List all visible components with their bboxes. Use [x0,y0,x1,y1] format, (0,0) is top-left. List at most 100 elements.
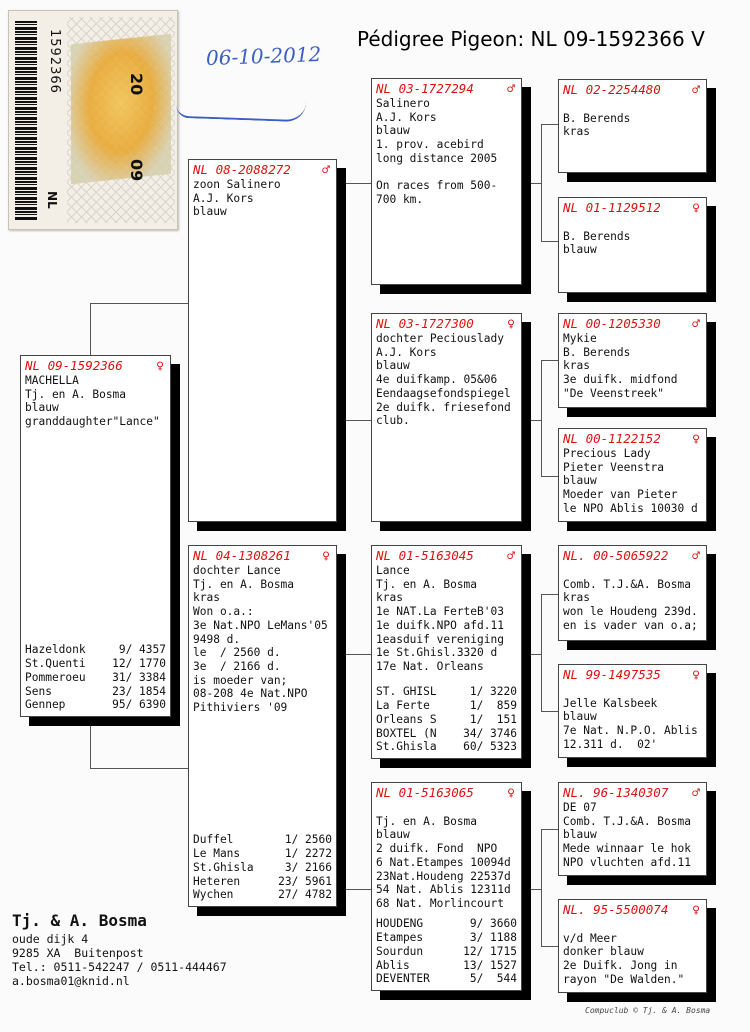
pigeon-info-line: v/d Meer [563,931,617,945]
connector-line [345,654,346,890]
ring-number-header: NL 03-1727294♂ [376,81,517,97]
sticker-year-bottom: 09 [127,159,146,182]
ring-number-header: NL 00-1205330 ♂ [563,316,702,332]
race-result: 3/ 1188 [469,931,517,945]
connector-line [90,303,91,356]
connector-line [541,124,558,125]
female-icon: ♀ [322,549,330,564]
pigeon-info-line: blauw [376,124,410,138]
connector-line [90,768,188,769]
pigeon-info-line: MACHELLA [25,374,79,387]
ring-number-header: NL 01-5163065♀ [376,785,517,801]
connector-line [337,768,346,769]
race-result: 12/ 1715 [463,944,517,958]
pigeon-info-line: blauw [563,243,597,257]
pigeon-info-line: 1e duifk.NPO afd.11 [376,618,504,632]
pigeon-info-line: B. Berends [563,345,631,359]
race-place: DEVENTER [376,972,430,986]
connector-line [541,594,558,595]
pigeon-info-line: donker blauw [563,945,644,959]
pigeon-info-line: Eendaagsefondspiegel [376,386,511,400]
male-icon: ♂ [692,317,700,332]
pigeon-info-line: 08-208 4e Nat.NPO [193,687,308,701]
race-place: Heteren [193,874,241,888]
sticker-year-top: 20 [127,73,146,96]
race-place: Orleans S [376,712,437,726]
race-place: Pommeroeu [25,670,86,684]
owner-address-line: oude dijk 4 [12,932,89,946]
ring-number: NL 00-1122152 [563,431,661,446]
connector-line [90,303,188,304]
owner-address-line: 9285 XA Buitenpost [12,946,144,960]
barcode-icon [15,21,37,221]
connector-line [530,420,542,421]
pigeon-info-line: kras [563,359,590,373]
pigeon-info-line: DE 07 [563,801,597,814]
sticker-ring-number: 1592366 [47,29,62,94]
pigeon-info-line: is moeder van; [193,673,288,687]
connector-line [541,829,558,830]
connector-line [345,183,371,184]
race-place: ST. GHISL [376,685,437,699]
pigeon-info-line [376,801,517,815]
pigeon-info-line: Tj. en A. Bosma [25,387,127,401]
male-icon: ♂ [692,786,700,801]
pigeon-info-line: zoon Salinero [193,178,281,191]
ring-number-header: NL 04-1308261♀ [193,548,332,564]
race-result: 23/ 1854 [112,684,166,698]
ring-number-header: NL 03-1727300♀ [376,316,517,332]
ring-sticker: 1592366 20 09 NL [8,10,178,230]
pigeon-info-line: club. [376,414,410,428]
race-place: Hazeldonk [25,643,86,657]
ring-number: NL 08-2088272 [193,162,291,177]
ring-number: NL 01-5163045 [376,548,474,563]
pigeon-info-line: B. Berends [563,111,631,125]
female-icon: ♀ [692,201,700,216]
race-place: HOUDENG [376,917,424,931]
connector-line [530,183,542,184]
ring-number-header: NL 01-5163045♂ [376,548,517,564]
pigeon-info-line: granddaughter"Lance" [25,415,160,429]
ring-number-header: NL 01-1129512 ♀ [563,200,702,216]
handwritten-date: 06-10-2012 [205,41,322,71]
ring-number-header: NL 02-2254480♂ [563,82,702,98]
pigeon-info-line [563,98,702,112]
signature [175,97,307,123]
pigeon-info-line: 68 Nat. Morlincourt [376,896,504,910]
ring-number: NL. 00-5065922 [563,548,669,563]
ring-number-header: NL. 95-5500074♀ [563,902,702,918]
pigeon-info-line: Moeder van Pieter [563,488,678,502]
pigeon-info-line: 1. prov. acebird [376,138,484,152]
connector-line [345,654,371,655]
pigeon-info-line: 2 duifk. Fond NPO [376,842,498,856]
pigeon-info-line: Tj. en A. Bosma [376,577,478,591]
ring-number: NL 00-1205330 [563,316,661,331]
race-place: BOXTEL (N [376,726,437,740]
pigeon-info-line [376,166,517,180]
ring-number: NL 01-1129512 [563,200,661,215]
connector-line [541,946,558,947]
pigeon-info-line: 12.311 d. 02' [563,737,658,751]
male-icon: ♂ [322,163,330,178]
owner-name: Tj. & A. Bosma [12,911,147,930]
race-place: Wychen [193,888,234,902]
pigeon-info-line: Lance [376,564,410,577]
pigeon-info-line: Jelle Kalsbeek [563,696,658,710]
